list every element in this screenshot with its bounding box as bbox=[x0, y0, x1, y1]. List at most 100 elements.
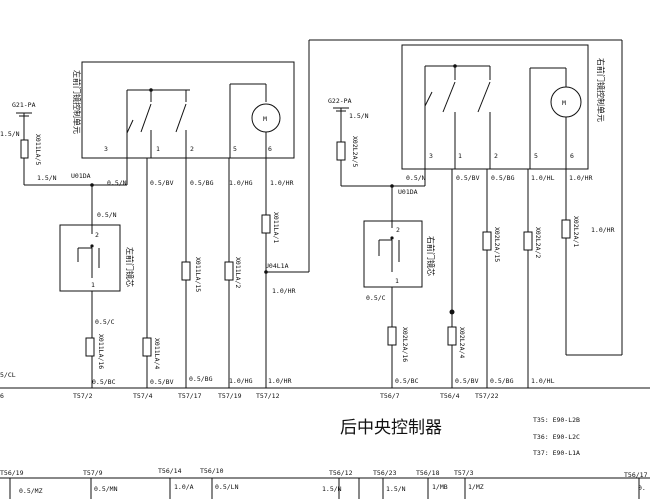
wire-label: 1.0/HL bbox=[531, 377, 555, 385]
connector-label: X011LA/1 bbox=[272, 212, 280, 243]
right-mirror-control-box bbox=[401, 44, 589, 170]
right-pin: 2 bbox=[494, 152, 498, 160]
wire-label: 0.5/BG bbox=[190, 179, 214, 187]
wire-label: 1.0/HR bbox=[268, 377, 292, 385]
wire-label: 0.5/C bbox=[366, 294, 386, 302]
wire-label: 1.0/HR bbox=[569, 174, 593, 182]
wire-label: 0.5/BV bbox=[150, 378, 174, 386]
left-connector bbox=[142, 337, 152, 357]
controller-legend-item: T37: E90-L1A bbox=[533, 449, 580, 457]
left-motor: M bbox=[229, 83, 281, 158]
controller-legend-item: T35: E90-L2B bbox=[533, 416, 580, 424]
wire-label: 1/MZ bbox=[468, 483, 484, 491]
controller-title: 后中央控制器 bbox=[340, 418, 442, 438]
wire-label: 0.5/N bbox=[97, 211, 117, 219]
wire-label: 1.5/N bbox=[386, 485, 406, 493]
pin-label: T57/17 bbox=[178, 392, 202, 400]
right-pin: 3 bbox=[429, 152, 433, 160]
pin-label: T57/9 bbox=[83, 469, 103, 477]
wire-label: 0.5/BG bbox=[491, 174, 515, 182]
connector-label: X02L2A/4 bbox=[458, 327, 466, 358]
connector-label: X02L2A/15 bbox=[493, 227, 501, 262]
left-connector bbox=[20, 139, 29, 159]
splice-label: U04L1A bbox=[265, 262, 289, 270]
right-core-pin: 2 bbox=[396, 226, 400, 234]
wire-label: 0.5/MZ bbox=[19, 487, 43, 495]
right-connector bbox=[447, 326, 457, 346]
right-switch-group bbox=[424, 64, 491, 169]
pin-label: T56/18 bbox=[416, 469, 440, 477]
left-connector bbox=[181, 261, 191, 281]
wire-label: 1.0/HR bbox=[591, 226, 615, 234]
right-motor-symbol: M bbox=[562, 99, 566, 107]
connector-label: X011LA/15 bbox=[194, 257, 202, 292]
pin-label: T56/19 bbox=[0, 469, 24, 477]
controller-legend-item: T36: E90-L2C bbox=[533, 433, 580, 441]
right-pin: 1 bbox=[458, 152, 462, 160]
wire-label: 0.5/BC bbox=[92, 378, 116, 386]
wire-label: 1.0/HR bbox=[270, 179, 294, 187]
splice-label: U01DA bbox=[71, 172, 91, 180]
left-pin: 3 bbox=[104, 145, 108, 153]
left-pin: 6 bbox=[268, 145, 272, 153]
wire-label: 0.5/LN bbox=[215, 483, 239, 491]
connector-label: X011LA/16 bbox=[97, 334, 105, 369]
pin-label: T57/4 bbox=[133, 392, 153, 400]
right-pin: 6 bbox=[570, 152, 574, 160]
connector-label: X02L2A/2 bbox=[534, 227, 542, 258]
left-mirror-core-box bbox=[59, 224, 121, 292]
wire-label: 0.5/N bbox=[107, 179, 127, 187]
right-pin: 5 bbox=[534, 152, 538, 160]
pin-label: T56/10 bbox=[200, 467, 224, 475]
pin-label: 6 bbox=[0, 392, 4, 400]
pin-label: T57/3 bbox=[454, 469, 474, 477]
left-mirror-control-box bbox=[81, 61, 295, 159]
right-power-source: G22-PA bbox=[328, 97, 352, 105]
right-connector bbox=[336, 141, 346, 161]
pin-label: T56/23 bbox=[373, 469, 397, 477]
right-connector bbox=[482, 231, 492, 251]
right-mirror-core-box bbox=[363, 220, 423, 288]
left-pin: 1 bbox=[156, 145, 160, 153]
pin-label: T57/12 bbox=[256, 392, 280, 400]
wire-label: 1.0/HG bbox=[229, 179, 253, 187]
connector-label: X02L2A/16 bbox=[401, 327, 409, 362]
pin-label: T56/14 bbox=[158, 467, 182, 475]
left-motor-symbol: M bbox=[263, 115, 267, 123]
wire-label: 1.5/N bbox=[349, 112, 369, 120]
right-mirror-control-label: 右前门镜控制单元 bbox=[596, 58, 606, 122]
left-pin: 5 bbox=[233, 145, 237, 153]
wire-label: 0.5/MN bbox=[94, 485, 118, 493]
wire-label: 0. bbox=[638, 484, 646, 492]
wire-label: 1.0/A bbox=[174, 483, 194, 491]
pin-label: T57/19 bbox=[218, 392, 242, 400]
wire-label: 1.5/N bbox=[322, 485, 342, 493]
right-core-pin: 1 bbox=[395, 277, 399, 285]
connector-label: X02L2A/5 bbox=[351, 136, 359, 167]
right-mirror-core-label: 右前门镜芯 bbox=[426, 236, 436, 276]
pin-label: T57/2 bbox=[73, 392, 93, 400]
wire-label: 1.0/HL bbox=[531, 174, 555, 182]
pin-label: T56/12 bbox=[329, 469, 353, 477]
left-connector bbox=[224, 261, 234, 281]
left-pin: 2 bbox=[190, 145, 194, 153]
wire-label: 1.0/HG bbox=[229, 377, 253, 385]
left-switch-group bbox=[126, 88, 190, 158]
wire-label: 0.5/BV bbox=[150, 179, 174, 187]
right-motor: M bbox=[529, 67, 582, 169]
wire-label: 1.5/N bbox=[0, 130, 20, 138]
left-connector bbox=[85, 337, 95, 357]
right-connector bbox=[523, 231, 533, 251]
connector-label: X011LA/5 bbox=[34, 134, 42, 165]
wire-label: 0.5/C bbox=[95, 318, 115, 326]
right-connector bbox=[561, 219, 571, 239]
wire-label: 0.5/BV bbox=[456, 174, 480, 182]
pin-label: T56/4 bbox=[440, 392, 460, 400]
pin-label: T56/7 bbox=[380, 392, 400, 400]
left-mirror-core-label: 左前门镜芯 bbox=[125, 247, 135, 287]
left-power-source: G21-PA bbox=[12, 101, 36, 109]
right-connector bbox=[387, 326, 397, 346]
connector-label: X011LA/4 bbox=[153, 338, 161, 369]
